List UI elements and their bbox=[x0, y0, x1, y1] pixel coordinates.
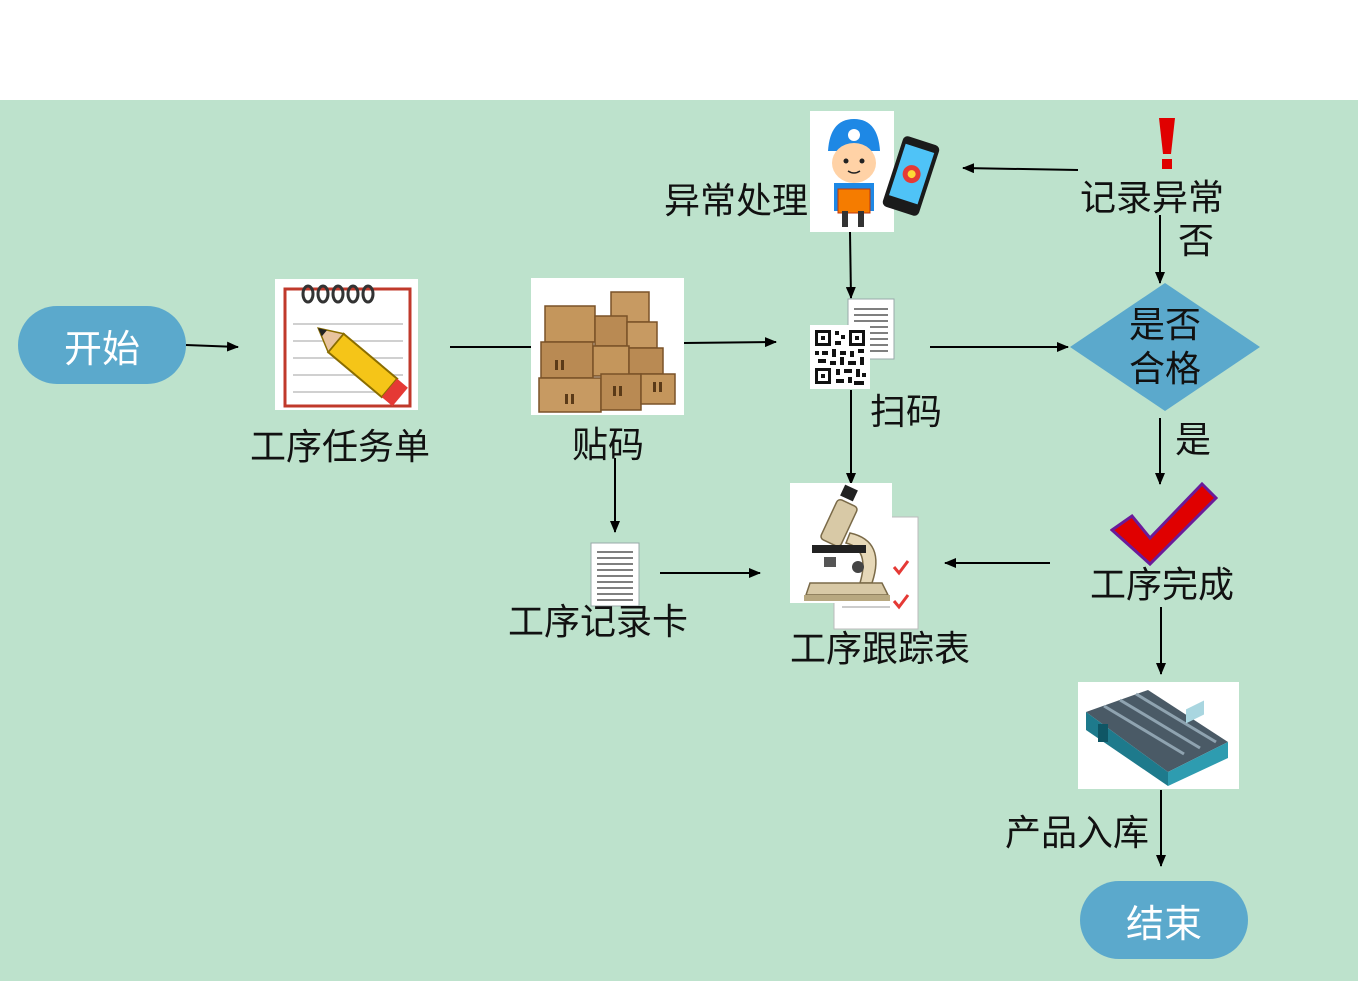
decision-label-line2: 合格 bbox=[1128, 349, 1201, 390]
checkmark-icon bbox=[1109, 478, 1220, 568]
smartphone-icon bbox=[878, 135, 944, 217]
labeling-label: 贴码 bbox=[572, 425, 645, 466]
scan-label: 扫码 bbox=[870, 392, 943, 433]
no-label: 否 bbox=[1178, 221, 1215, 262]
exclamation-icon bbox=[1156, 118, 1178, 170]
microscope-report-icon bbox=[790, 483, 922, 631]
qr-code-document-icon bbox=[810, 297, 896, 392]
end-node: 结束 bbox=[1080, 881, 1248, 959]
yes-label: 是 bbox=[1175, 420, 1212, 461]
decision-label-line1: 是否 bbox=[1128, 305, 1201, 346]
start-label: 开始 bbox=[63, 326, 140, 371]
cardboard-boxes-icon bbox=[531, 278, 684, 415]
record-card-label: 工序记录卡 bbox=[508, 602, 689, 643]
exception-handling-label: 异常处理 bbox=[664, 181, 809, 222]
decision-label: 是否 合格 bbox=[1115, 304, 1215, 392]
document-icon bbox=[590, 542, 640, 607]
record-exception-label: 记录异常 bbox=[1080, 178, 1225, 219]
arrow-record-to-exception bbox=[962, 163, 1079, 174]
task-sheet-label: 工序任务单 bbox=[250, 427, 431, 468]
process-complete-label: 工序完成 bbox=[1090, 565, 1235, 606]
arrow-start-to-tasksheet bbox=[185, 341, 239, 352]
start-node: 开始 bbox=[18, 306, 186, 384]
decision-diamond bbox=[1070, 283, 1260, 411]
tracking-table-label: 工序跟踪表 bbox=[790, 629, 971, 670]
warehousing-label: 产品入库 bbox=[1005, 813, 1150, 854]
worker-with-phone-icon bbox=[810, 111, 894, 232]
arrow-exception-to-scan bbox=[845, 231, 856, 299]
arrow-labeling-to-scan bbox=[683, 337, 777, 348]
notepad-pencil-icon bbox=[275, 279, 418, 410]
end-label: 结束 bbox=[1125, 901, 1202, 946]
warehouse-icon bbox=[1078, 682, 1239, 789]
